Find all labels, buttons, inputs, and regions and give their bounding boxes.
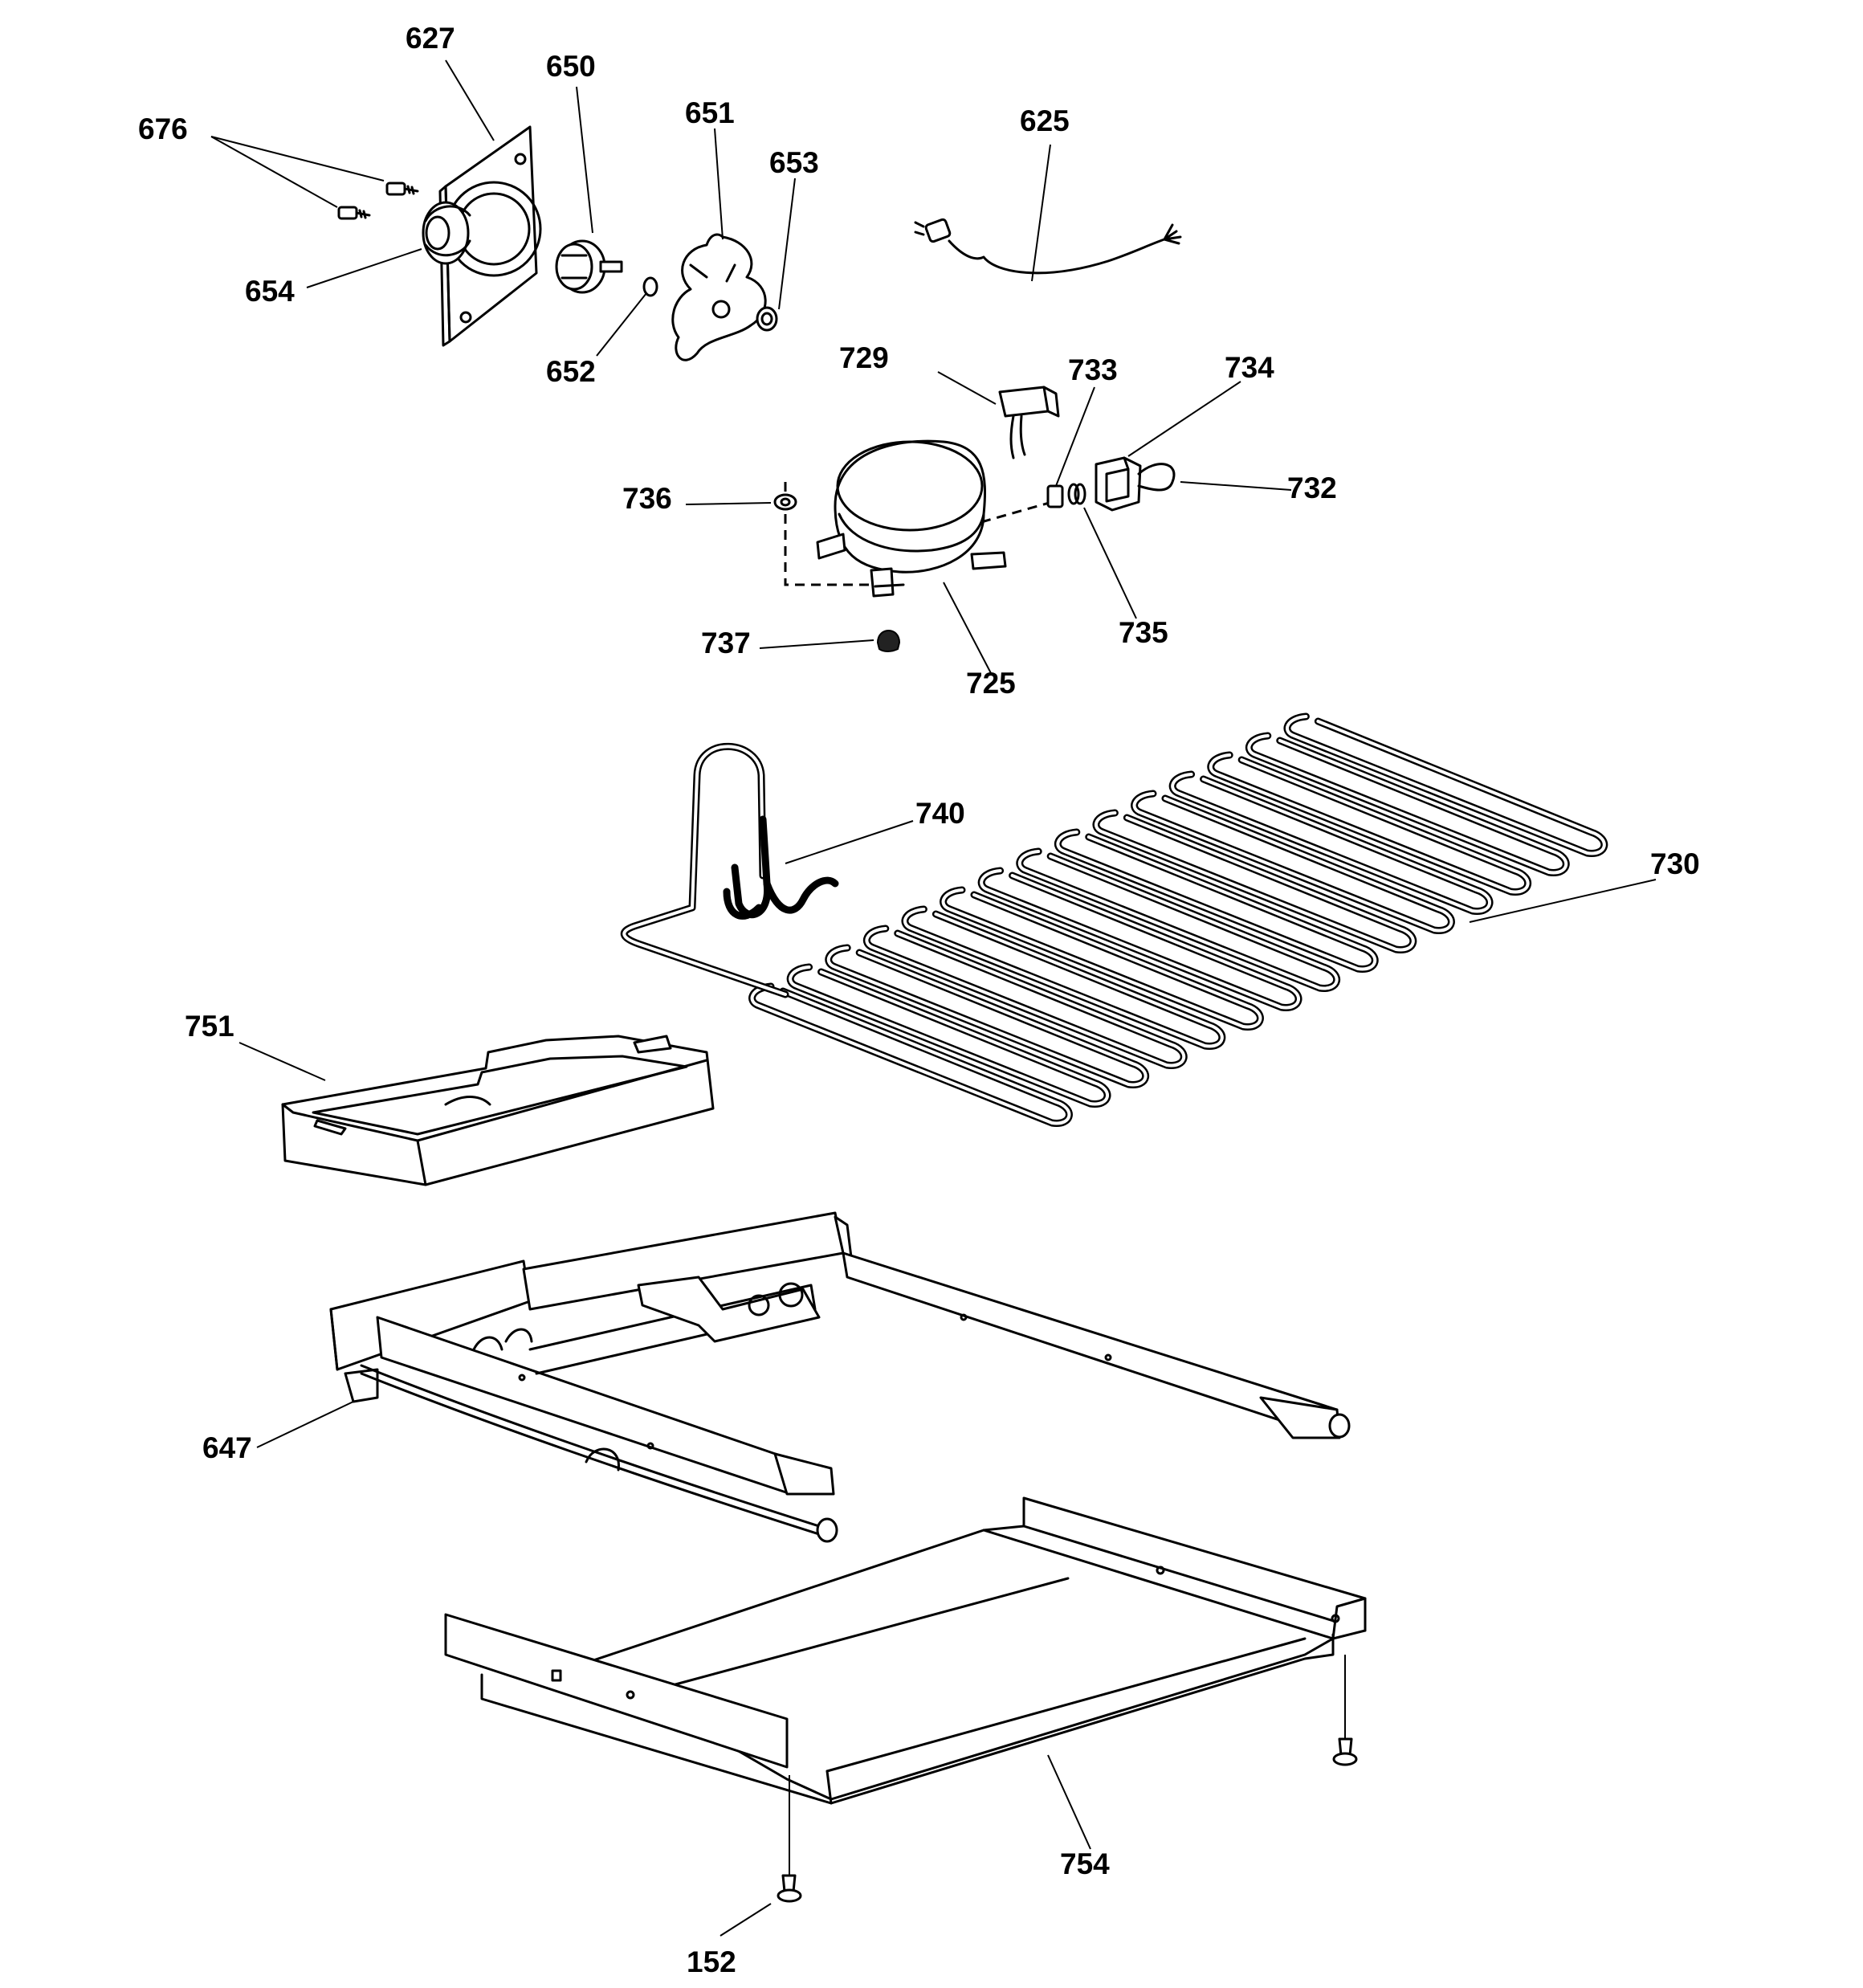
screw-part-152-a[interactable]	[777, 1874, 802, 1903]
base-pan-part-754[interactable]	[444, 1496, 1367, 1805]
condenser-coil-tube	[750, 715, 1606, 1125]
callout-651: 651	[685, 96, 735, 129]
callout-751: 751	[185, 1010, 234, 1043]
callout-735: 735	[1119, 616, 1168, 649]
callout-733: 733	[1068, 353, 1118, 386]
condenser-coil-part-730[interactable]	[748, 712, 1608, 1127]
callout-737: 737	[701, 627, 751, 659]
callout-653: 653	[769, 146, 819, 179]
base-frame-part-647[interactable]	[329, 1211, 1351, 1543]
drier-tubing-part-740[interactable]	[621, 742, 839, 998]
fan-hub-part-650[interactable]	[555, 239, 623, 294]
washer-part-652[interactable]	[642, 276, 658, 297]
screw-part-676-a[interactable]	[385, 182, 419, 196]
relay-part-729[interactable]	[998, 386, 1060, 459]
callout-729: 729	[839, 341, 889, 374]
callout-625: 625	[1020, 104, 1070, 137]
callout-754: 754	[1060, 1847, 1110, 1880]
terminal-cover-part-734[interactable]	[1095, 456, 1142, 512]
overload-part-733[interactable]	[1046, 484, 1064, 508]
callout-730: 730	[1650, 847, 1700, 880]
compressor-mount-dash-line	[784, 482, 871, 586]
callout-725: 725	[966, 667, 1016, 700]
callout-740: 740	[915, 797, 965, 830]
callout-647: 647	[202, 1431, 252, 1464]
callout-676: 676	[138, 112, 188, 145]
callout-650: 650	[546, 50, 596, 83]
callout-732: 732	[1287, 471, 1337, 504]
bumper-part-737[interactable]	[876, 630, 901, 652]
clip-part-735[interactable]	[1067, 483, 1086, 505]
drain-pan-part-751[interactable]	[281, 1035, 715, 1186]
callout-627: 627	[406, 22, 455, 55]
fan-motor-part-654[interactable]	[422, 201, 471, 265]
screw-part-152-b[interactable]	[1332, 1737, 1358, 1766]
fan-blade-part-651[interactable]	[671, 233, 767, 361]
nut-part-653[interactable]	[756, 306, 778, 332]
callout-736: 736	[622, 482, 672, 515]
callout-152: 152	[687, 1945, 736, 1978]
compressor-part-725[interactable]	[816, 439, 1007, 598]
leader-lines	[210, 59, 1657, 1937]
callout-734: 734	[1225, 351, 1274, 384]
callout-652: 652	[546, 355, 596, 388]
power-cord-part-625[interactable]	[914, 218, 1182, 275]
screw-part-676-b[interactable]	[337, 206, 371, 220]
callout-labels: 627 650 676 651 653 625 654 652 729 733 …	[138, 22, 1700, 1978]
overload-dash-line	[980, 500, 1053, 524]
grommet-part-736[interactable]	[773, 493, 797, 511]
retainer-clip-part-732[interactable]	[1137, 463, 1176, 492]
callout-654: 654	[245, 275, 295, 308]
